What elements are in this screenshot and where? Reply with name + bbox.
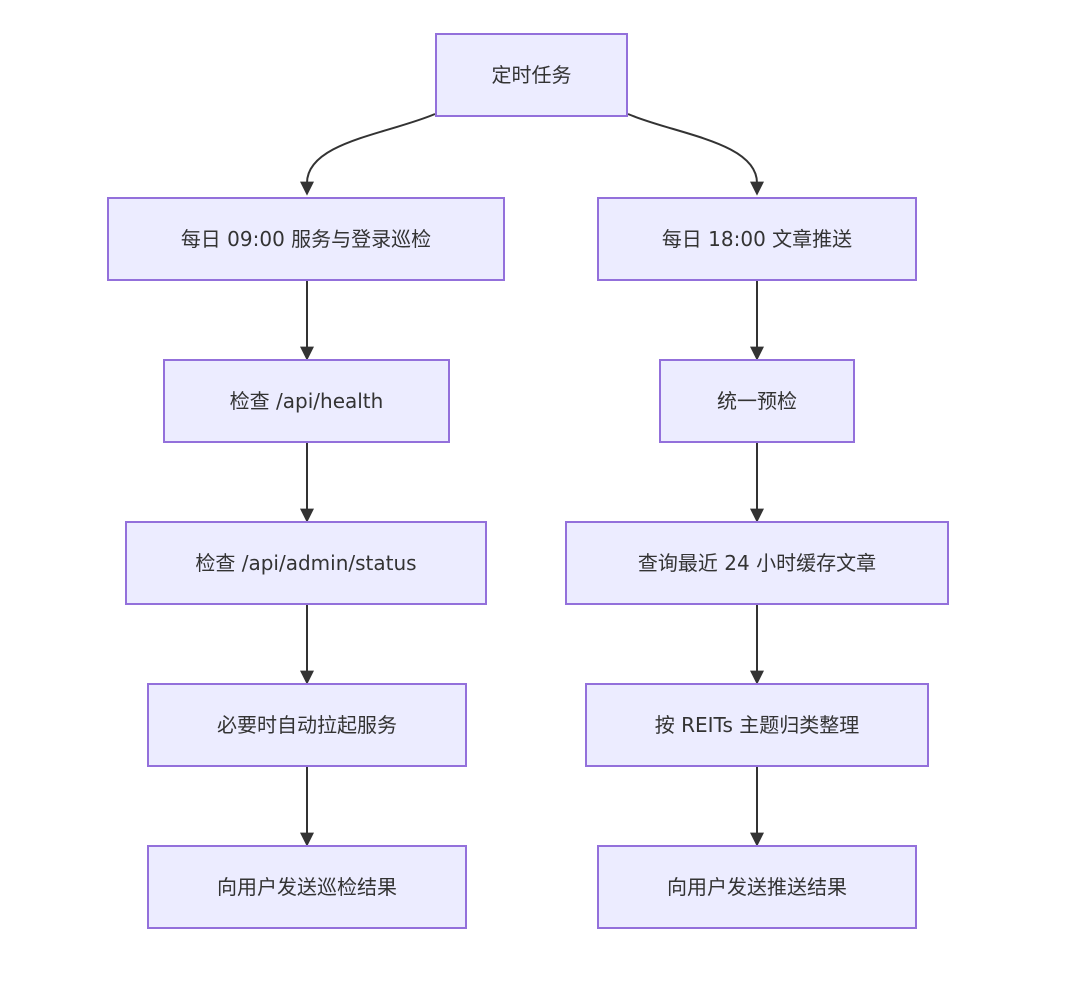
node-reits-topic-grouping: 按 REITs 主题归类整理 (585, 683, 929, 767)
node-daily-1800-article-push: 每日 18:00 文章推送 (597, 197, 917, 281)
edge-root-to-article-push (627, 113, 764, 196)
node-scheduled-task: 定时任务 (435, 33, 628, 117)
node-query-24h-cached-articles: 查询最近 24 小时缓存文章 (565, 521, 949, 605)
node-unified-precheck: 统一预检 (659, 359, 855, 443)
node-check-api-health: 检查 /api/health (163, 359, 450, 443)
node-check-api-admin-status: 检查 /api/admin/status (125, 521, 487, 605)
node-send-inspection-result: 向用户发送巡检结果 (147, 845, 467, 929)
node-send-push-result: 向用户发送推送结果 (597, 845, 917, 929)
node-daily-0900-inspection: 每日 09:00 服务与登录巡检 (107, 197, 505, 281)
node-auto-restart-service: 必要时自动拉起服务 (147, 683, 467, 767)
edge-root-to-inspection (300, 113, 436, 196)
